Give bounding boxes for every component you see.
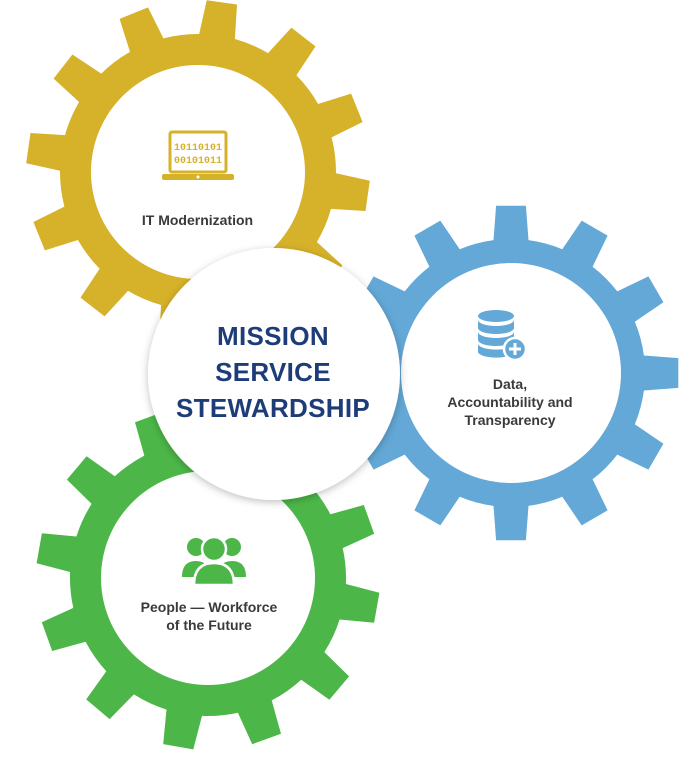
center-line-service: SERVICE — [215, 357, 331, 387]
gear-data-accountability-inner-circle — [401, 263, 621, 483]
binary-text-line-1: 10110101 — [174, 143, 222, 154]
binary-text-line-2: 00101011 — [174, 156, 222, 167]
data-label-line-3: Transparency — [464, 412, 556, 428]
data-accountability-label: Data, Accountability and Transparency — [430, 375, 590, 429]
database-plus-icon — [478, 310, 528, 362]
it-label-line-1: IT Modernization — [141, 212, 254, 228]
center-circle — [148, 248, 400, 500]
data-label-line-1: Data, — [492, 376, 528, 392]
it-modernization-label: IT Modernization — [120, 211, 275, 229]
center-mission-text: MISSION SERVICE STEWARDSHIP — [158, 318, 388, 426]
people-workforce-label: People — Workforce of the Future — [135, 598, 283, 634]
data-label-line-2: Accountability and — [447, 394, 573, 410]
people-label-line-2: of the Future — [166, 617, 252, 633]
people-label-line-1: People — Workforce — [140, 599, 278, 615]
center-line-stewardship: STEWARDSHIP — [176, 393, 370, 423]
laptop-binary-icon: 10110101 00101011 — [162, 130, 234, 180]
center-line-mission: MISSION — [217, 321, 329, 351]
people-group-icon — [182, 535, 246, 585]
